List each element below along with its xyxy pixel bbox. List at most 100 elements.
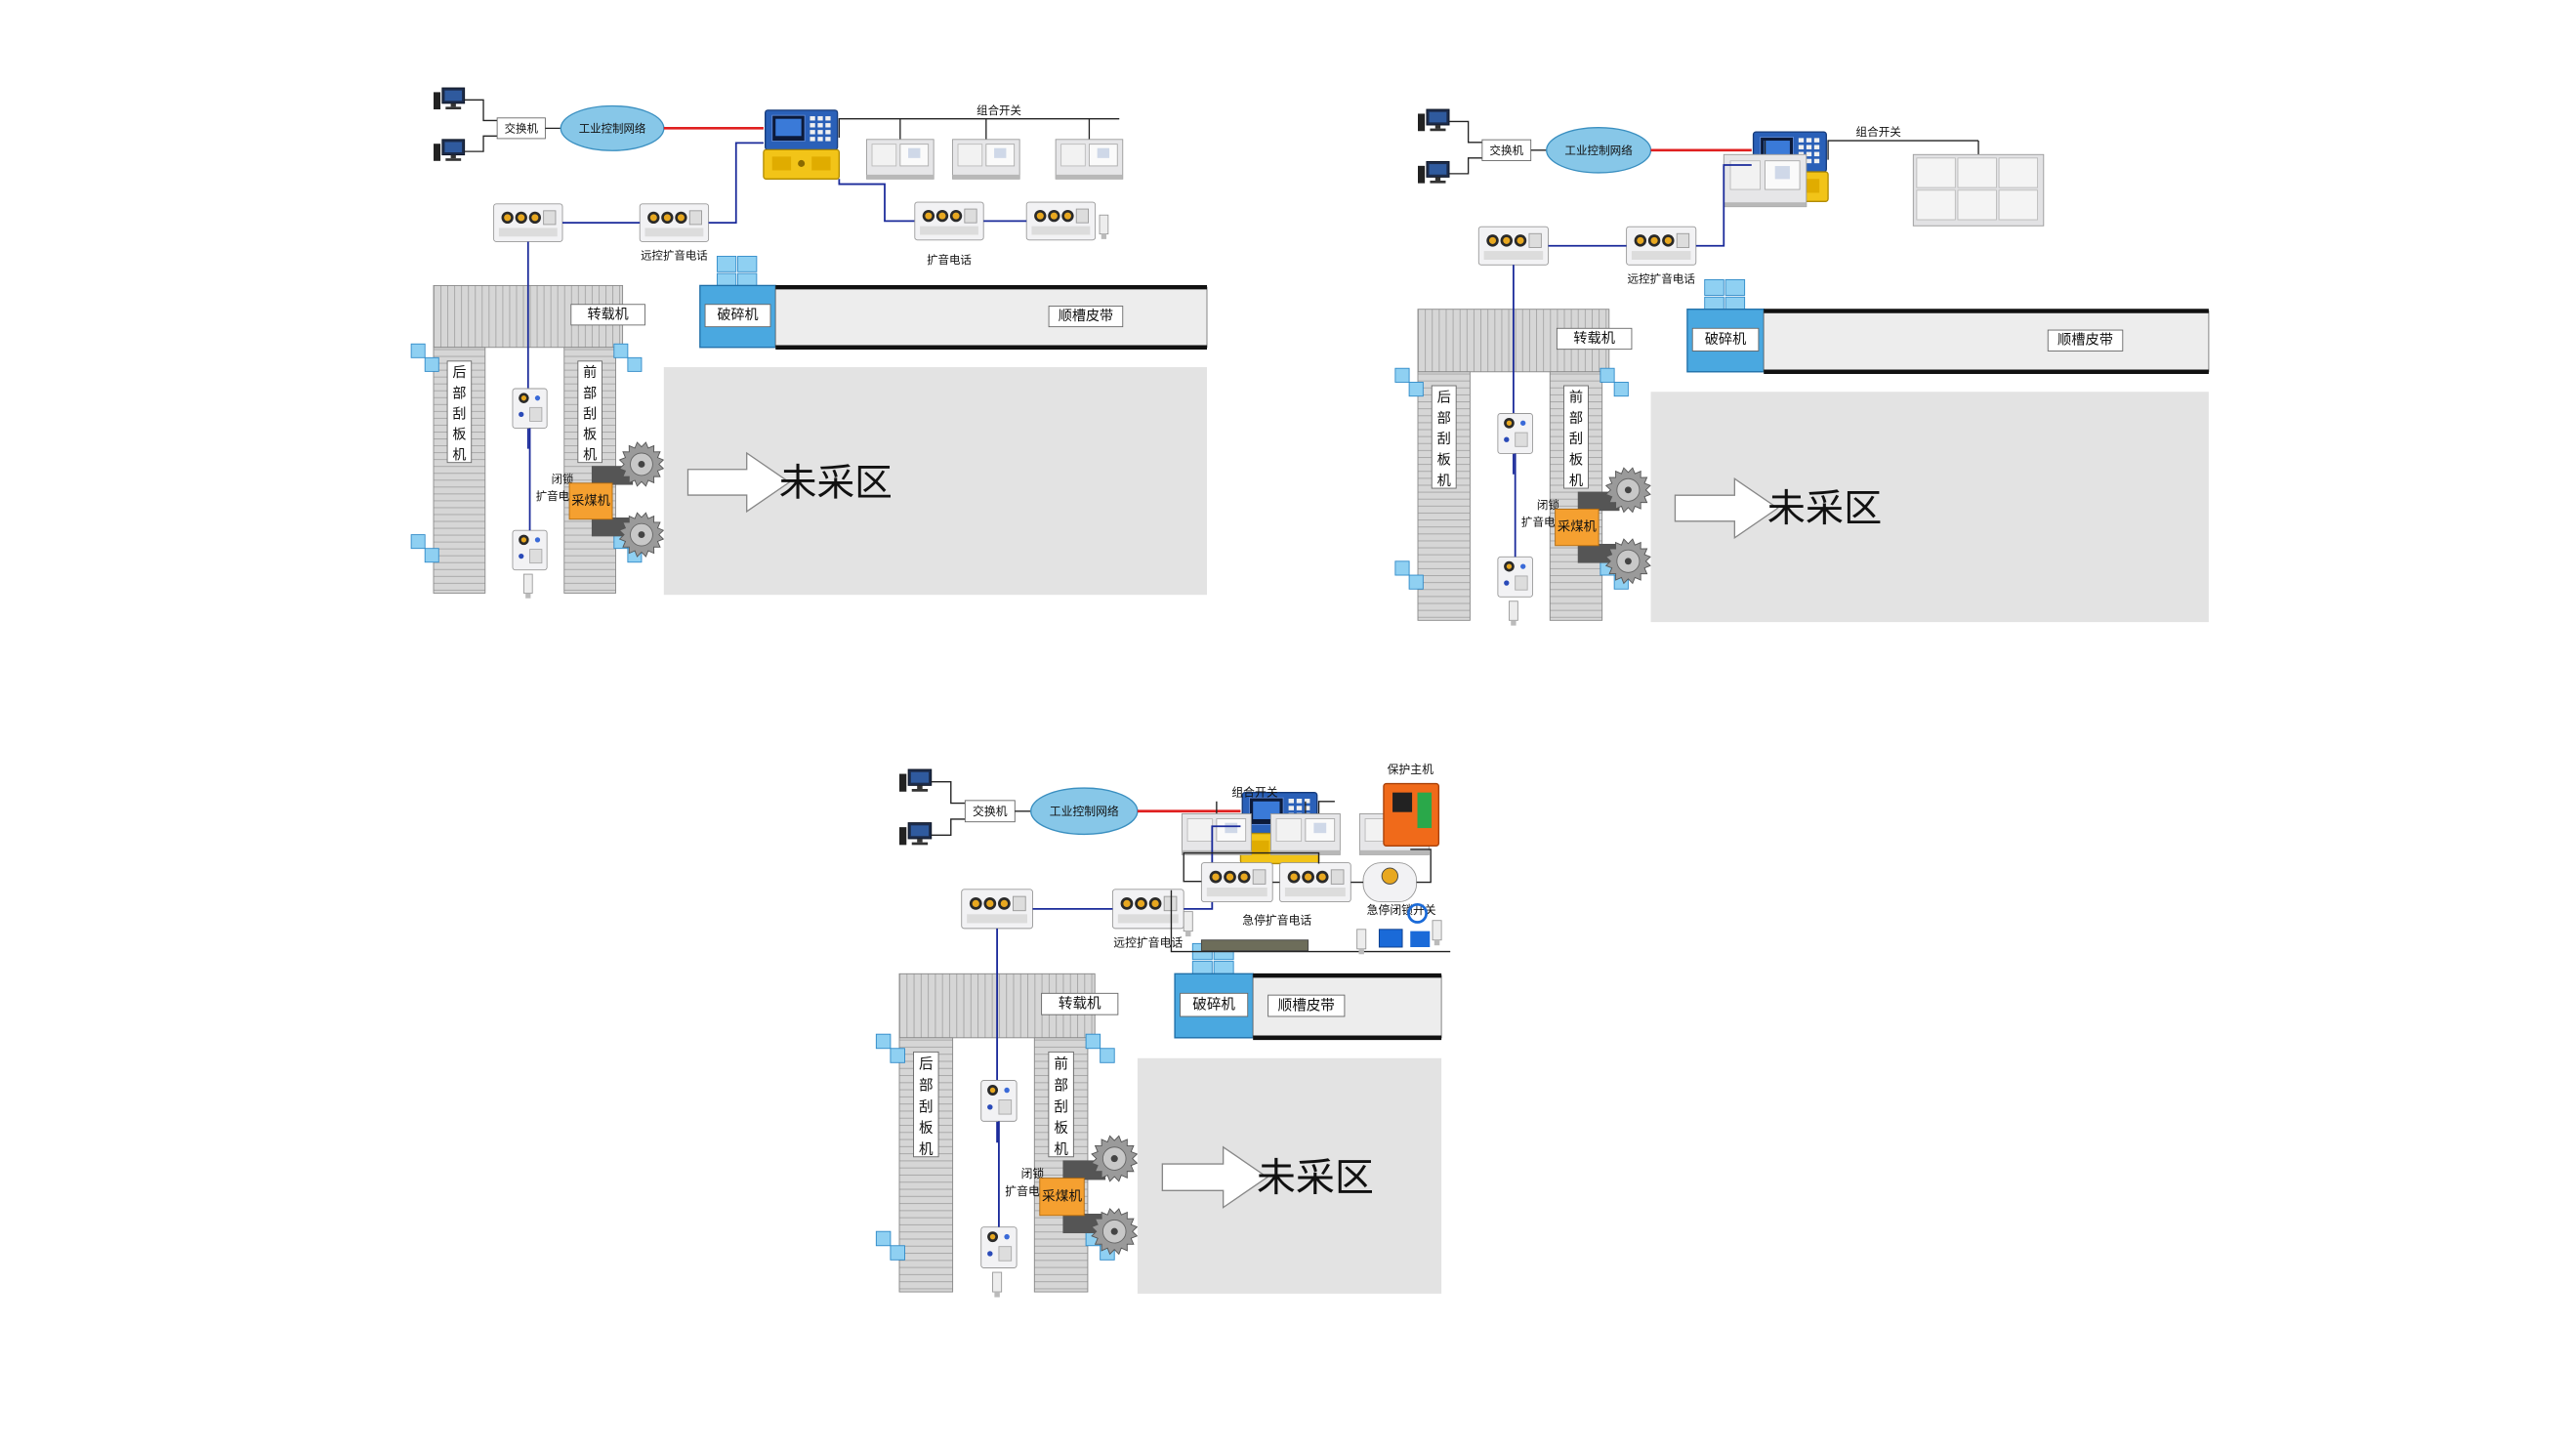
svg-text:部: 部: [1437, 410, 1451, 427]
sensor-icon: [1432, 920, 1442, 946]
belt-label-box-label: 顺槽皮带: [1059, 309, 1113, 324]
amplifier-phone-icon: [914, 201, 984, 241]
network-label: 工业控制网络: [1050, 805, 1119, 818]
sensor-icon: [992, 1271, 1003, 1298]
link-line: [1170, 890, 1451, 953]
combo-switch-cabinet: [1723, 153, 1807, 208]
link-line: [1695, 164, 1752, 247]
drum-blade-icon: [618, 441, 665, 487]
link-line: [708, 142, 764, 225]
combo-switch-cabinet: [866, 139, 935, 180]
svg-text:刮: 刮: [1054, 1098, 1068, 1115]
combo-switch-label: 组合开关: [1231, 786, 1277, 800]
lock-phone-icon: [1497, 413, 1533, 454]
transfer-machine: 转载机: [570, 304, 645, 326]
combo-switch-label: 组合开关: [1856, 125, 1902, 139]
amplifier-phone-icon: [961, 889, 1033, 930]
svg-text:机: 机: [452, 448, 466, 464]
svg-text:板: 板: [1569, 452, 1583, 469]
hydraulic-support-block: [1394, 367, 1424, 397]
drum-blade-icon: [618, 512, 665, 558]
lock-label: 闭锁: [1537, 498, 1560, 512]
amplifier-phone-icon: [493, 203, 563, 242]
estop-phone-label: 急停扩音电话: [1242, 914, 1311, 928]
crusher-label-box: 破碎机: [1691, 327, 1760, 352]
link-line: [1183, 851, 1320, 883]
unmined-label: 未采区: [1257, 1156, 1374, 1201]
unmined-label: 未采区: [1767, 487, 1882, 531]
svg-text:后: 后: [919, 1056, 934, 1073]
link-line: [838, 118, 1120, 139]
network-cloud: 工业控制网络: [1029, 787, 1139, 836]
pump-icon: [1410, 931, 1431, 947]
transfer-machine-label: 转载机: [588, 307, 629, 322]
drum-blade-icon: [1091, 1135, 1139, 1182]
drum-blade-icon: [1604, 538, 1651, 585]
amp-phone-label: 扩音电话: [927, 253, 972, 267]
svg-text:后: 后: [452, 365, 466, 381]
sensor-icon: [1356, 929, 1367, 955]
advance-arrow: [686, 451, 791, 514]
switch-box: 交换机: [964, 800, 1016, 823]
coil-icon: [1407, 902, 1428, 924]
belt-label-box: 顺槽皮带: [2047, 329, 2124, 352]
lock-phone-icon: [980, 1226, 1018, 1268]
svg-text:刮: 刮: [1437, 431, 1451, 447]
remote-phone-label: 远控扩音电话: [1113, 935, 1183, 949]
amplifier-phone-icon: [1626, 226, 1697, 266]
link-line: [1449, 120, 1482, 144]
hydraulic-support-block: [1600, 367, 1629, 397]
hydraulic-support-block: [875, 1033, 905, 1063]
link-line: [931, 818, 966, 837]
lock-phone-icon: [512, 388, 548, 429]
sensor-icon: [1509, 600, 1518, 626]
main-controller: [763, 109, 841, 180]
crusher-label-box-label: 破碎机: [1705, 331, 1747, 348]
computer-icon: [434, 87, 466, 109]
advance-arrow: [1161, 1145, 1268, 1209]
belt-label-box-label: 顺槽皮带: [1278, 998, 1335, 1014]
computer-icon: [899, 768, 933, 792]
amplifier-phone-icon: [1025, 201, 1097, 241]
remote-phone-label: 远控扩音电话: [1628, 272, 1696, 286]
svg-text:部: 部: [1569, 410, 1583, 427]
speed-sensor: [1378, 929, 1403, 948]
crusher-label-box-label: 破碎机: [1192, 997, 1235, 1014]
face-diagram-2: 交换机工业控制网络组合开关远控扩音电话转载机破碎机顺槽皮带后部刮板机前部刮板机后…: [1394, 108, 2210, 626]
shearer: [1555, 508, 1600, 547]
belt-label-box: 顺槽皮带: [1267, 994, 1346, 1017]
svg-text:刮: 刮: [919, 1098, 934, 1115]
shearer-arm: [1062, 1160, 1106, 1180]
switch-label: 交换机: [1489, 144, 1523, 157]
svg-text:刮: 刮: [583, 406, 597, 422]
svg-text:机: 机: [583, 448, 597, 464]
network-cloud: 工业控制网络: [560, 104, 665, 151]
transfer-machine: 转载机: [1041, 992, 1119, 1015]
transfer-machine-label: 转载机: [1573, 330, 1615, 347]
svg-text:部: 部: [1054, 1077, 1068, 1094]
combo-switch-cabinet: [1269, 813, 1341, 855]
hydraulic-support-block: [1085, 1033, 1115, 1063]
crusher-label-box: 破碎机: [704, 304, 771, 328]
sensor-icon: [1183, 911, 1193, 937]
svg-text:前: 前: [1569, 389, 1583, 405]
crusher-label-box: 破碎机: [1180, 992, 1249, 1017]
link-line: [838, 179, 915, 223]
lock-phone-icon: [980, 1080, 1018, 1122]
lock-label: 闭锁: [1021, 1167, 1045, 1180]
protect-host-label: 保护主机: [1388, 763, 1433, 776]
switch-label: 交换机: [973, 805, 1008, 818]
computer-icon: [899, 822, 933, 846]
remote-phone-label: 远控扩音电话: [641, 249, 708, 263]
link-line: [931, 781, 966, 805]
